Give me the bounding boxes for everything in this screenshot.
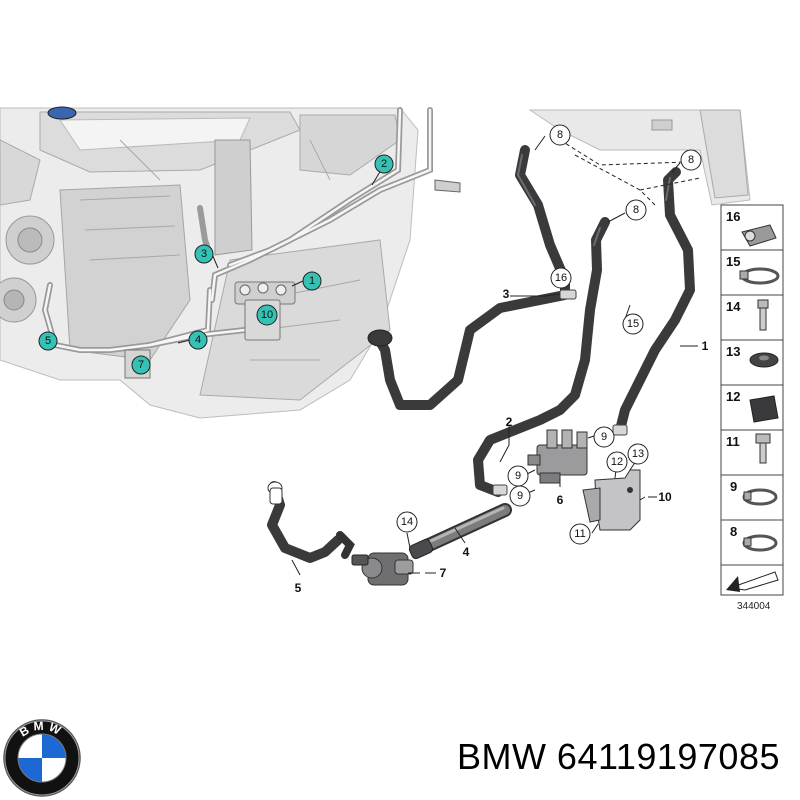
label-5: 5 (295, 581, 302, 595)
callout-9-a: 9 (593, 426, 615, 448)
svg-text:13: 13 (632, 448, 644, 460)
legend-item-12: 12 (726, 389, 779, 423)
engine-callout-2: 2 (371, 154, 394, 186)
label-1: 1 (702, 339, 709, 353)
svg-text:15: 15 (726, 254, 740, 269)
label-6: 6 (557, 493, 564, 507)
hose-1 (615, 167, 695, 435)
svg-text:4: 4 (195, 334, 201, 346)
valve-6 (527, 429, 588, 484)
pipe-4 (408, 503, 512, 560)
engine-callout-3: 3 (194, 244, 219, 269)
svg-text:14: 14 (401, 516, 413, 528)
legend-item-16: 16 (726, 209, 777, 247)
diagram-id: 344004 (737, 601, 771, 612)
label-10: 10 (658, 490, 672, 504)
svg-text:8: 8 (633, 204, 639, 216)
bracket-10 (582, 469, 641, 531)
parts-callouts-plain: 1 2 3 4 5 6 7 10 (295, 287, 709, 595)
svg-text:9: 9 (730, 479, 737, 494)
svg-text:9: 9 (515, 470, 521, 482)
svg-text:10: 10 (261, 309, 273, 321)
svg-text:12: 12 (726, 389, 740, 404)
callout-13: 13 (627, 443, 649, 465)
legend-arrow-icon (726, 571, 779, 592)
engine-bay-illustration (0, 106, 461, 419)
callout-8-b: 8 (680, 149, 702, 171)
callout-12: 12 (606, 451, 628, 473)
legend-item-9: 9 (730, 479, 778, 506)
svg-text:9: 9 (601, 431, 607, 443)
part-caption: BMW 64119197085 (456, 736, 780, 777)
pump-7 (336, 531, 414, 586)
legend-item-13: 13 (726, 344, 779, 368)
callout-8-a: 8 (549, 124, 571, 146)
svg-text:5: 5 (45, 335, 51, 347)
svg-text:12: 12 (611, 456, 623, 468)
callout-9-b: 9 (507, 465, 529, 487)
svg-text:13: 13 (726, 344, 740, 359)
callout-14: 14 (396, 511, 418, 533)
label-3: 3 (503, 287, 510, 301)
engine-callout-7: 7 (131, 355, 151, 375)
svg-text:9: 9 (517, 490, 523, 502)
label-7: 7 (440, 566, 447, 580)
callout-9-c: 9 (509, 485, 531, 507)
hose-3 (373, 145, 570, 410)
label-4: 4 (463, 545, 470, 559)
svg-text:1: 1 (309, 275, 315, 287)
svg-text:16: 16 (555, 272, 567, 284)
svg-text:8: 8 (730, 524, 737, 539)
engine-callout-10: 10 (256, 304, 278, 326)
callout-11: 11 (569, 523, 591, 545)
engine-callouts: 2 3 1 10 4 5 7 (38, 154, 394, 375)
bmw-logo: BMW (3, 719, 81, 797)
engine-callout-4: 4 (177, 330, 208, 350)
callout-16: 16 (550, 267, 572, 289)
engine-callout-5: 5 (38, 331, 58, 351)
legend-item-11: 11 (726, 433, 771, 464)
svg-text:2: 2 (381, 158, 387, 170)
svg-text:15: 15 (627, 318, 639, 330)
svg-text:8: 8 (688, 154, 694, 166)
svg-text:7: 7 (138, 359, 144, 371)
parts-callouts-circled: 8 8 8 16 15 9 9 9 12 13 11 14 (396, 124, 702, 545)
callout-15: 15 (622, 313, 644, 335)
engine-callout-1: 1 (291, 271, 322, 291)
legend-item-15: 15 (726, 254, 780, 285)
svg-text:3: 3 (201, 248, 207, 260)
svg-text:8: 8 (557, 129, 563, 141)
hose-group (267, 145, 695, 563)
exploded-parts (267, 109, 751, 586)
legend-item-14: 14 (726, 299, 769, 331)
callout-8-c: 8 (625, 199, 647, 221)
legend-item-8: 8 (730, 524, 778, 552)
svg-text:16: 16 (726, 209, 740, 224)
svg-text:BMW: BMW (17, 719, 67, 740)
svg-text:14: 14 (726, 299, 741, 314)
svg-text:11: 11 (574, 528, 585, 540)
parts-legend: 16 15 14 13 12 11 9 (720, 204, 784, 612)
label-2: 2 (506, 415, 513, 429)
svg-text:11: 11 (726, 434, 740, 449)
hose-5 (267, 481, 343, 563)
hose-2 (473, 217, 610, 497)
